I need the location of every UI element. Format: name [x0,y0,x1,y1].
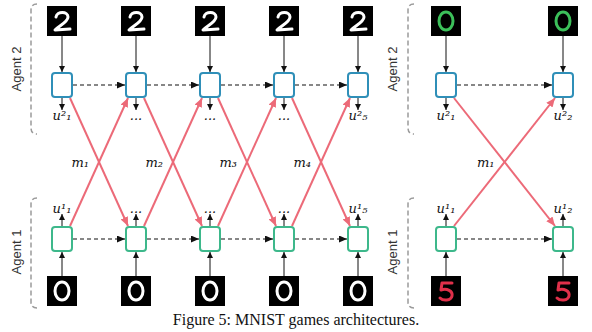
message-arrow [70,98,128,226]
recurrent-arrow [73,238,125,239]
message-label: m₄ [291,155,313,170]
agent-label: Agent 2 [9,47,24,92]
output-label: ... [130,201,142,216]
agent-bracket [31,4,37,134]
recurrent-cell: ... [273,72,295,98]
mnist-digit-image [195,276,225,306]
recurrent-cell: u¹₁ [435,226,457,252]
mnist-digit-image [47,276,77,306]
message-arrow [70,98,128,226]
recurrent-arrow [147,238,199,239]
output-label: u²₅ [349,108,368,123]
recurrent-cell: u¹₅ [347,226,369,252]
input-arrow [446,252,447,276]
recurrent-cell: ... [273,226,295,252]
input-arrow [210,252,211,276]
output-label: ... [278,108,290,123]
figure-caption: Figure 5: MNIST games architectures. [0,311,592,329]
recurrent-cell: u²₂ [552,72,574,98]
recurrent-cell: u²₁ [435,72,457,98]
output-label: u²₂ [554,108,573,123]
recurrent-arrow [457,238,552,239]
recurrent-cell: u²₅ [347,72,369,98]
agent-label: Agent 2 [385,47,400,92]
output-label: ... [204,201,216,216]
recurrent-cell: u¹₂ [552,226,574,252]
mnist-digit-image [431,6,461,36]
mnist-digit-image [548,6,578,36]
recurrent-cell: ... [125,72,147,98]
input-arrow [358,252,359,276]
recurrent-arrow [295,238,347,239]
mnist-digit-image [343,276,373,306]
agent-bracket [408,198,414,308]
input-arrow [284,36,285,72]
recurrent-cell: ... [199,226,221,252]
mnist-digit-image [121,276,151,306]
message-arrow [454,98,555,226]
recurrent-cell: u¹₁ [51,226,73,252]
output-label: u²₁ [437,108,456,123]
output-label: u¹₁ [53,201,72,216]
message-arrow [292,98,350,226]
agent-label: Agent 1 [9,230,24,275]
message-label: m₁ [69,155,91,170]
agent-bracket [31,198,37,308]
input-arrow [62,252,63,276]
recurrent-arrow [295,84,347,85]
output-label: u¹₂ [554,201,573,216]
input-arrow [136,36,137,72]
input-arrow [210,36,211,72]
message-label: m₂ [143,155,165,170]
output-label: ... [130,108,142,123]
message-arrow [218,98,276,226]
agent-label: Agent 1 [385,230,400,275]
message-arrow [454,98,555,226]
input-arrow [446,36,447,72]
input-arrow [284,252,285,276]
mnist-digit-image [121,6,151,36]
recurrent-arrow [457,84,552,85]
mnist-digit-image [269,6,299,36]
input-arrow [136,252,137,276]
input-arrow [358,36,359,72]
recurrent-arrow [221,238,273,239]
output-label: u²₁ [53,108,72,123]
message-arrow [144,98,202,226]
message-arrow [292,98,350,226]
mnist-digit-image [47,6,77,36]
message-arrow [218,98,276,226]
mnist-digit-image [548,276,578,306]
mnist-digit-image [431,276,461,306]
input-arrow [563,252,564,276]
agent-bracket [408,4,414,134]
message-label: m₁ [475,155,497,170]
output-label: u¹₅ [349,201,368,216]
recurrent-arrow [221,84,273,85]
recurrent-arrow [147,84,199,85]
output-label: ... [278,201,290,216]
recurrent-cell: ... [199,72,221,98]
output-label: u¹₁ [437,201,456,216]
recurrent-cell: u²₁ [51,72,73,98]
mnist-digit-image [269,276,299,306]
output-label: ... [204,108,216,123]
recurrent-arrow [73,84,125,85]
mnist-digit-image [343,6,373,36]
input-arrow [563,36,564,72]
input-arrow [62,36,63,72]
recurrent-cell: ... [125,226,147,252]
mnist-digit-image [195,6,225,36]
message-arrow [144,98,202,226]
message-label: m₃ [217,155,239,170]
